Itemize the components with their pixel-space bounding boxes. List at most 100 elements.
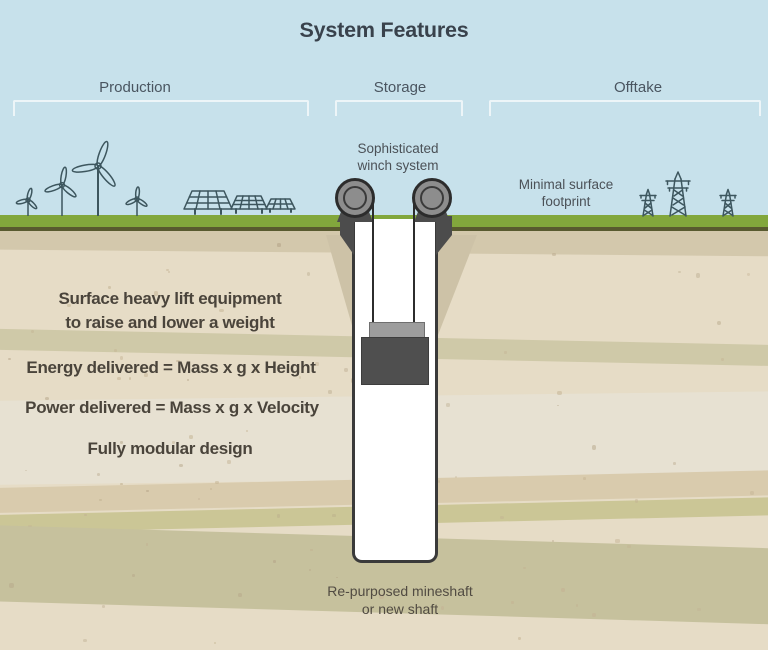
soil-speckle (721, 357, 724, 361)
soil-speckle (575, 604, 579, 607)
page-title: System Features (299, 18, 469, 42)
soil-speckle (315, 362, 319, 367)
mineshaft-annotation: Re-purposed mineshaft or new shaft (327, 583, 473, 618)
soil-speckle (276, 243, 281, 247)
soil-speckle (145, 543, 148, 546)
soil-speckle (84, 513, 87, 516)
soil-speckle (172, 441, 175, 444)
feature-lift-equipment: Surface heavy lift equipment to raise an… (58, 287, 281, 335)
soil-speckle (197, 497, 201, 501)
soil-speckle (672, 462, 676, 465)
feature-power-formula: Power delivered = Mass x g x Velocity (25, 398, 319, 417)
pulley-icon (335, 178, 375, 218)
soil-speckle (561, 588, 566, 593)
weight-cap (369, 322, 425, 338)
soil-speckle (499, 515, 505, 520)
soil-speckle (695, 272, 700, 278)
soil-speckle (153, 291, 158, 296)
weight-block (361, 337, 429, 385)
soil-speckle (144, 372, 148, 377)
soil-speckle (379, 593, 384, 599)
feature-modular-design: Fully modular design (87, 439, 253, 458)
soil-speckle (254, 367, 259, 372)
hoist-cable-right (413, 197, 415, 325)
soil-speckle (749, 491, 754, 496)
soil-speckle (678, 270, 681, 274)
solar-panels-icon (183, 190, 296, 215)
soil-speckle (209, 487, 213, 491)
soil-speckle (437, 480, 441, 484)
mineshaft (352, 219, 438, 563)
soil-speckle (335, 576, 338, 579)
soil-speckle (189, 435, 194, 440)
soil-speckle (746, 272, 750, 276)
soil-speckle (697, 607, 701, 611)
soil-speckle (227, 459, 231, 465)
soil-speckle (627, 545, 631, 548)
soil-speckle (328, 389, 333, 394)
mineshaft-annotation-line2: or new shaft (361, 600, 439, 617)
soil-speckle (582, 477, 587, 480)
soil-speckle (551, 540, 554, 543)
soil-speckle (119, 356, 124, 360)
pulley-icon (412, 178, 452, 218)
soil-speckle (44, 396, 50, 400)
sky-background (0, 0, 768, 216)
soil-speckle (166, 268, 169, 271)
soil-speckle (556, 404, 559, 407)
soil-speckle (28, 524, 32, 528)
winch-annotation-line1: Sophisticated (357, 141, 439, 156)
soil-speckle (635, 499, 639, 503)
soil-speckle (175, 359, 180, 363)
transmission-pylons-icon (639, 171, 737, 217)
soil-speckle (66, 303, 71, 308)
soil-speckle (167, 270, 171, 274)
soil-speckle (99, 499, 102, 502)
soil-speckle (83, 639, 88, 643)
soil-speckle (510, 600, 514, 604)
soil-speckle (214, 480, 219, 484)
soil-speckle (306, 272, 311, 276)
pulley-hub-icon (420, 186, 444, 210)
winch-annotation: Sophisticated winch system (357, 141, 438, 174)
soil-speckle (440, 606, 445, 611)
footprint-annotation: Minimal surface footprint (519, 177, 614, 210)
soil-speckle (7, 358, 11, 361)
section-label-offtake: Offtake (613, 79, 663, 96)
soil-speckle (219, 308, 224, 313)
soil-speckle (213, 641, 216, 645)
soil-speckle (557, 390, 562, 395)
soil-speckle (132, 573, 136, 577)
production-bracket (13, 100, 309, 116)
soil-speckle (120, 482, 123, 485)
soil-speckle (454, 475, 458, 478)
offtake-bracket (489, 100, 761, 116)
soil-speckle (343, 367, 348, 373)
soil-speckle (186, 379, 190, 382)
winch-annotation-line2: winch system (357, 157, 439, 173)
feature-lift-line1: Surface heavy lift equipment (58, 289, 282, 308)
soil-speckle (518, 637, 521, 641)
soil-speckle (309, 569, 312, 571)
feature-lift-line2: to raise and lower a weight (65, 313, 275, 332)
soil-speckle (298, 376, 302, 379)
footprint-annotation-line2: footprint (541, 193, 591, 209)
storage-bracket (335, 100, 463, 116)
soil-speckle (237, 592, 242, 597)
soil-speckle (446, 402, 450, 407)
section-label-storage: Storage (373, 79, 427, 96)
soil-speckle (591, 444, 597, 450)
soil-speckle (113, 348, 118, 353)
soil-speckle (257, 303, 260, 306)
soil-speckle (245, 429, 249, 433)
soil-speckle (24, 469, 27, 472)
soil-speckle (102, 604, 106, 608)
soil-speckle (332, 514, 337, 518)
soil-speckle (310, 549, 313, 551)
section-label-production: Production (99, 79, 171, 96)
wind-turbines-icon (15, 140, 148, 216)
soil-speckle (272, 559, 277, 563)
soil-speckle (277, 513, 281, 518)
soil-speckle (119, 440, 124, 444)
